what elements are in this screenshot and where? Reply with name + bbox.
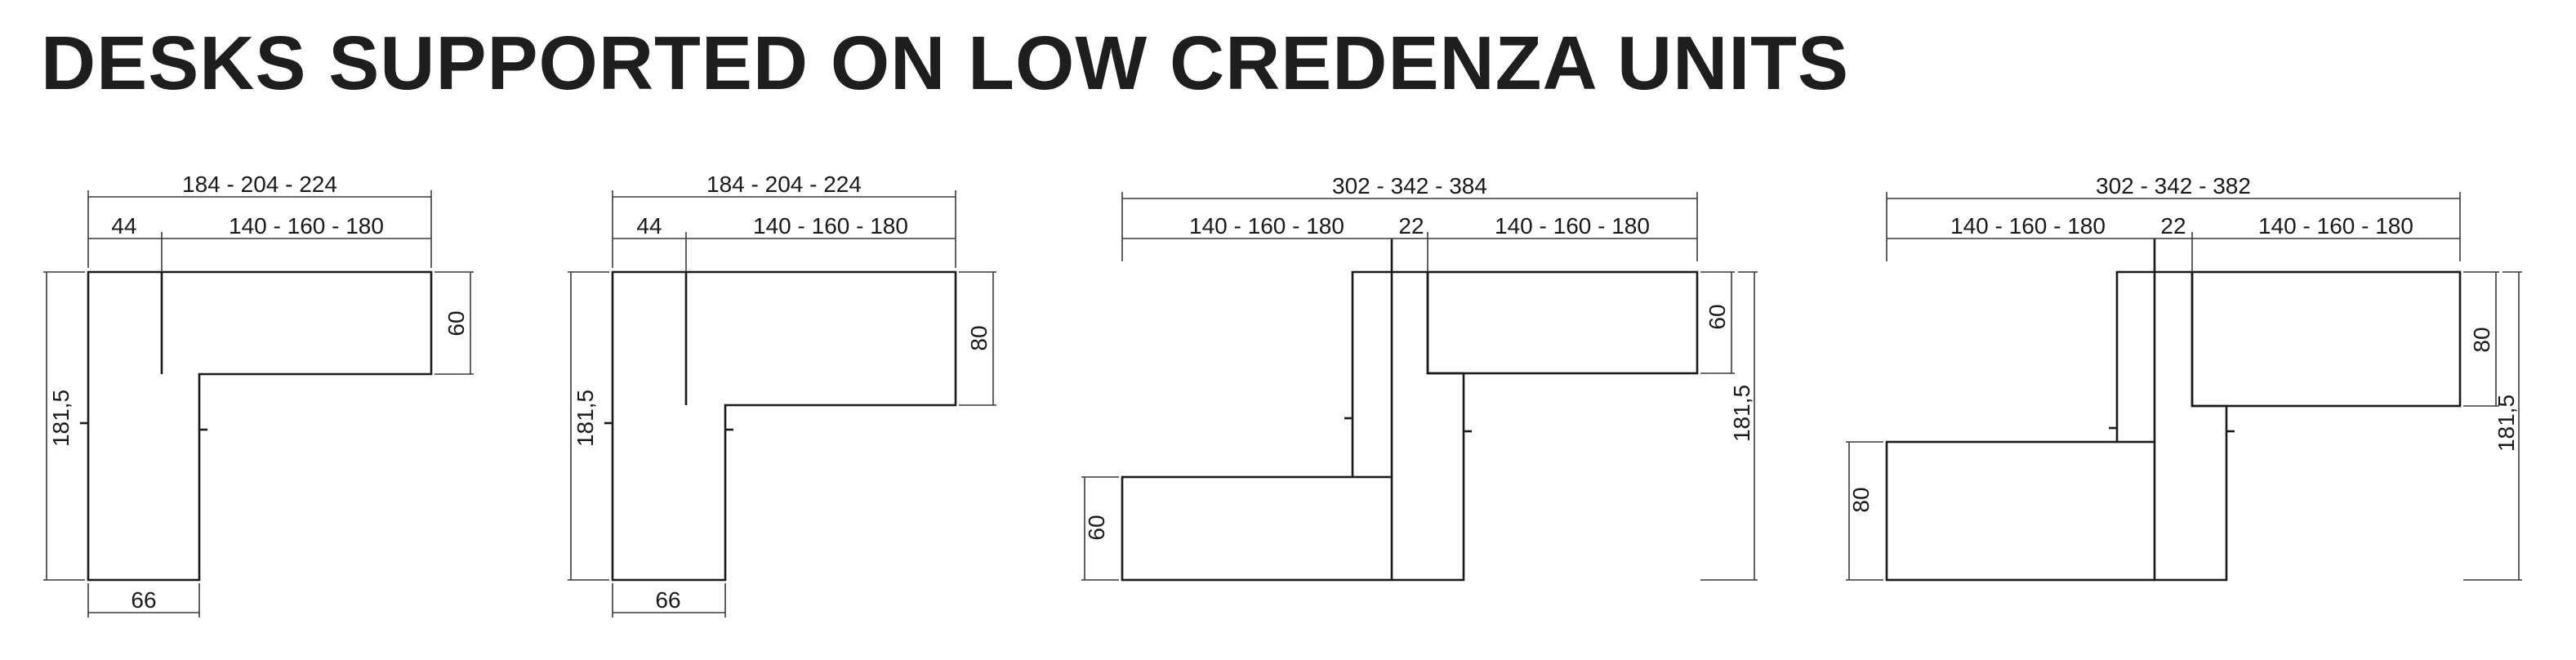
desk-depth-label: 80	[966, 325, 992, 350]
left-desk-width-label: 140 - 160 - 180	[1950, 213, 2106, 239]
lower-desk	[1885, 440, 2156, 582]
page-title: DESKS SUPPORTED ON LOW CREDENZA UNITS	[41, 20, 1850, 105]
l-desk-80-diagram: 184 - 204 - 224 44 140 - 160 - 180 80 18…	[568, 172, 996, 618]
double-desk-80-diagram: 302 - 342 - 382 140 - 160 - 180 22 140 -…	[1846, 173, 2522, 582]
double-desk-60-diagram: 302 - 342 - 384 140 - 160 - 180 22 140 -…	[1081, 173, 1758, 582]
right-desk-depth-label: 80	[2469, 327, 2494, 352]
total-width-label: 302 - 342 - 384	[1332, 173, 1487, 198]
left-desk-width-label: 140 - 160 - 180	[1189, 213, 1344, 239]
return-width-label: 66	[131, 587, 156, 613]
desk-width-label: 140 - 160 - 180	[229, 213, 384, 239]
desk-outline	[87, 270, 433, 582]
desk-depth-label: 60	[443, 310, 469, 336]
return-width-label: 66	[655, 587, 680, 613]
credenza-outline	[1351, 270, 1465, 582]
left-width-label: 44	[636, 213, 662, 239]
total-width-label: 184 - 204 - 224	[182, 172, 337, 197]
lower-desk	[1121, 475, 1393, 582]
right-desk-width-label: 140 - 160 - 180	[2258, 213, 2413, 239]
total-length-label: 181,5	[1729, 385, 1754, 442]
total-length-label: 181,5	[48, 390, 74, 447]
right-desk-depth-label: 60	[1705, 304, 1730, 329]
total-width-label: 302 - 342 - 382	[2096, 173, 2251, 198]
desk-width-label: 140 - 160 - 180	[753, 213, 908, 239]
total-length-label: 181,5	[573, 390, 598, 447]
left-desk-depth-label: 60	[1084, 515, 1109, 540]
left-desk-depth-label: 80	[1848, 487, 1874, 512]
total-length-label: 181,5	[2494, 395, 2519, 452]
l-desk-60-diagram: 184 - 204 - 224 44 140 - 160 - 180 60 18…	[43, 172, 474, 618]
gap-label: 22	[2160, 213, 2186, 239]
total-width-label: 184 - 204 - 224	[706, 172, 862, 197]
upper-desk	[1426, 270, 1699, 375]
right-desk-width-label: 140 - 160 - 180	[1495, 213, 1650, 239]
desk-outline	[611, 270, 957, 582]
left-width-label: 44	[111, 213, 136, 239]
credenza-outline	[2115, 270, 2228, 582]
gap-label: 22	[1398, 213, 1424, 239]
upper-desk	[2190, 270, 2462, 408]
